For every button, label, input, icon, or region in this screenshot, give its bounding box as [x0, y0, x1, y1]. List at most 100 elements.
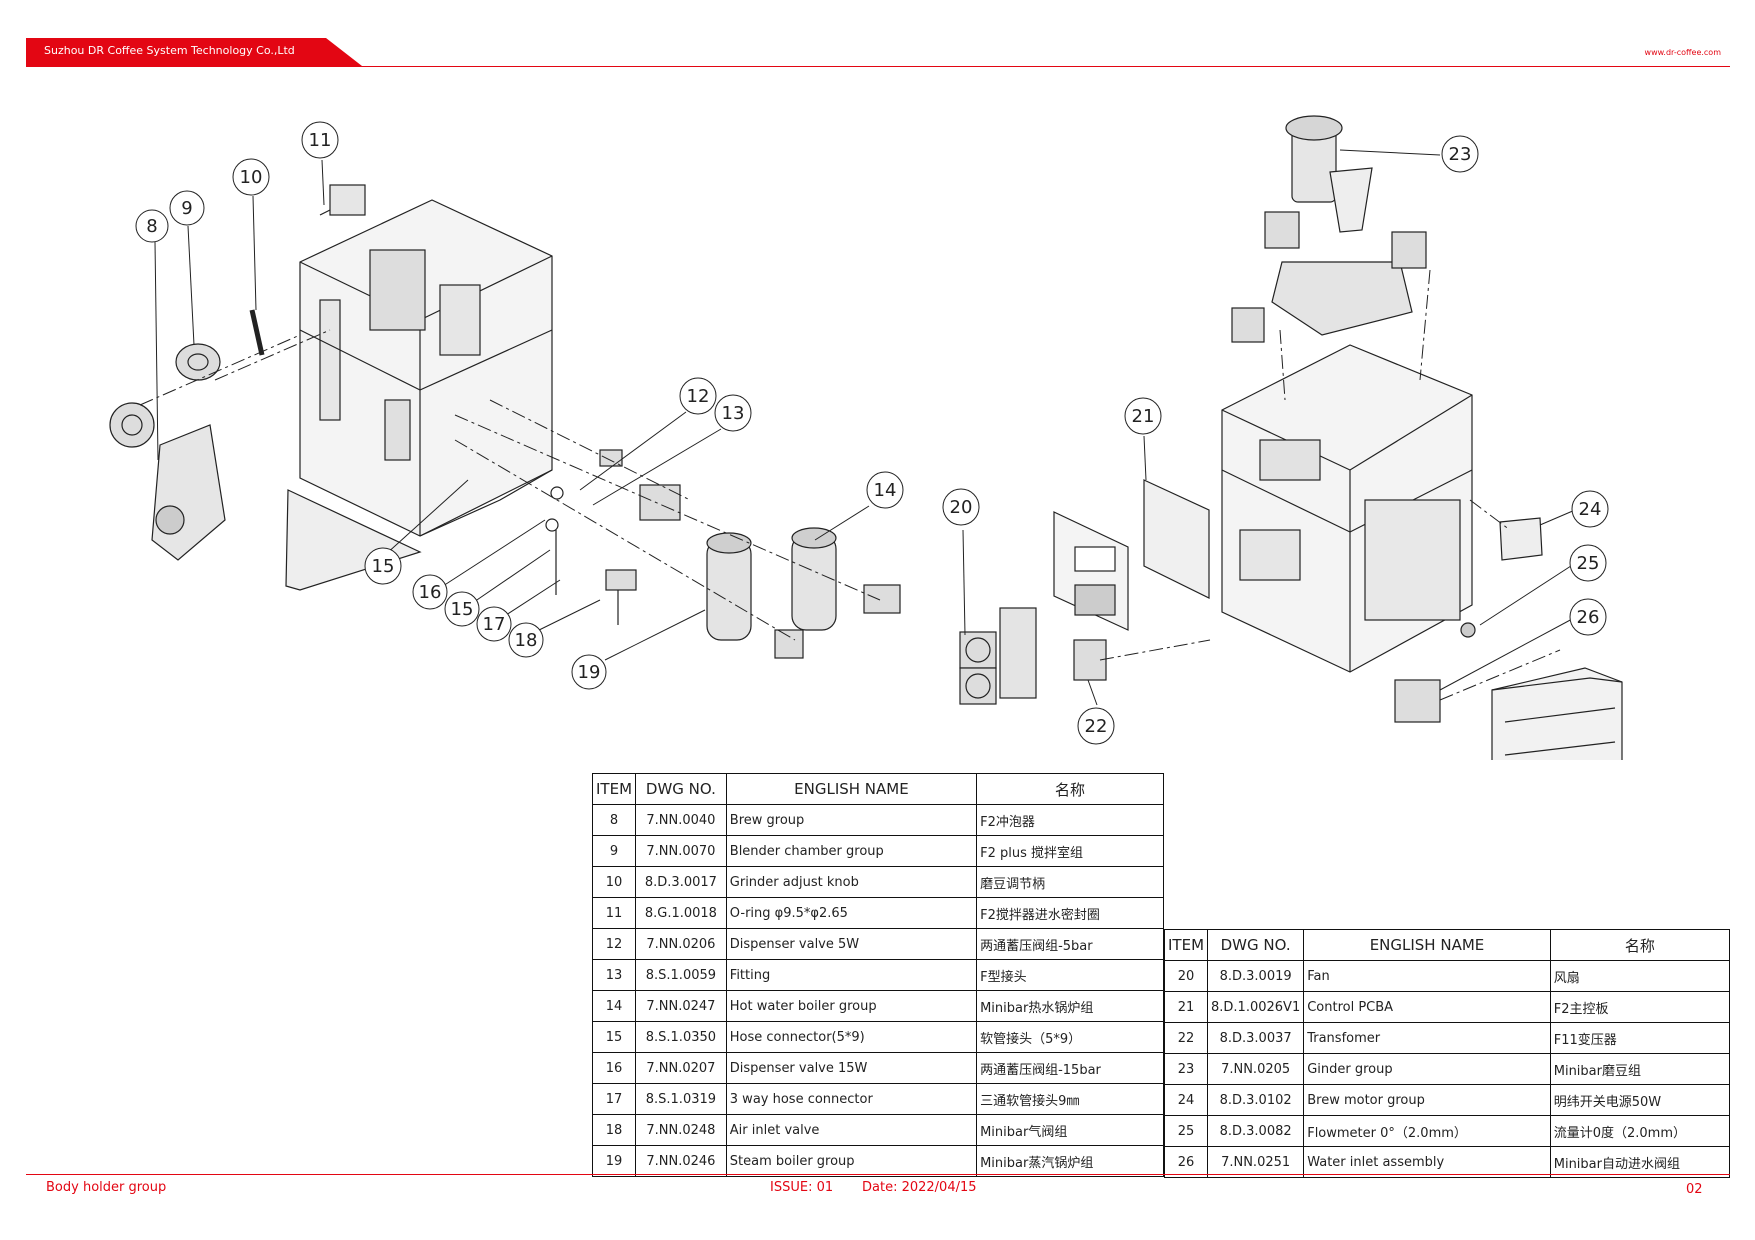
- callout-23: 23: [1441, 135, 1479, 173]
- cell-item: 22: [1163, 1022, 1209, 1054]
- svg-text:19: 19: [578, 662, 601, 683]
- cell-chinese: Minibar蒸汽锅炉组: [976, 1145, 1164, 1177]
- svg-text:17: 17: [483, 614, 506, 635]
- cell-english: Hose connector(5*9): [725, 1021, 978, 1053]
- cell-chinese: Minibar气阀组: [976, 1114, 1164, 1146]
- company-name: Suzhou DR Coffee System Technology Co.,L…: [44, 44, 295, 57]
- cell-item: 21: [1163, 991, 1209, 1023]
- cell-chinese: 三通软管接头9㎜: [976, 1083, 1164, 1115]
- cell-item: 18: [591, 1114, 637, 1146]
- callout-25: 25: [1569, 544, 1607, 582]
- brew-motor-part: [1499, 517, 1543, 561]
- cell-dwg: 8.S.1.0350: [635, 1021, 727, 1053]
- callout-13: 13: [714, 394, 752, 432]
- page-number: 02: [1686, 1182, 1703, 1197]
- svg-text:26: 26: [1577, 607, 1600, 628]
- cell-dwg: 7.NN.0206: [635, 928, 727, 960]
- cell-english: Blender chamber group: [725, 835, 978, 867]
- grinder-knob-part: [249, 309, 265, 356]
- cell-chinese: F2主控板: [1549, 991, 1731, 1023]
- cell-item: 24: [1163, 1084, 1209, 1116]
- cell-dwg: 8.D.3.0082: [1207, 1115, 1305, 1147]
- svg-text:25: 25: [1577, 553, 1600, 574]
- callout-8: 8: [135, 209, 169, 243]
- footer-rule: [26, 1174, 1730, 1175]
- callout-17: 17: [476, 606, 512, 642]
- website-link[interactable]: www.dr-coffee.com: [1644, 48, 1721, 57]
- svg-text:24: 24: [1579, 499, 1602, 520]
- cell-dwg: 8.D.3.0019: [1207, 960, 1305, 992]
- svg-text:11: 11: [309, 130, 332, 151]
- exploded-view-drawing: 8 9 10 11 12 13 14 15 16 15 17 18 19 20 …: [109, 115, 1623, 760]
- cell-english: Dispenser valve 15W: [725, 1052, 978, 1084]
- header-rule: [26, 66, 1730, 67]
- col-english-name: ENGLISH NAME: [1303, 929, 1551, 961]
- cell-english: Air inlet valve: [725, 1114, 978, 1146]
- table-header-row: ITEM DWG NO. ENGLISH NAME 名称: [591, 773, 1164, 805]
- header-banner: [26, 38, 362, 66]
- cell-dwg: 8.D.3.0037: [1207, 1022, 1305, 1054]
- cell-chinese: 两通蓄压阀组-5bar: [976, 928, 1164, 960]
- cell-chinese: 明纬开关电源50W: [1549, 1084, 1731, 1116]
- svg-text:23: 23: [1449, 144, 1472, 165]
- callout-16: 16: [412, 574, 448, 610]
- cell-dwg: 7.NN.0205: [1207, 1053, 1305, 1085]
- callout-14: 14: [866, 471, 904, 509]
- cell-dwg: 7.NN.0246: [635, 1145, 727, 1177]
- valve-fittings-left: [545, 449, 901, 659]
- cell-dwg: 7.NN.0247: [635, 990, 727, 1022]
- cell-item: 23: [1163, 1053, 1209, 1085]
- cell-english: Brew motor group: [1303, 1084, 1551, 1116]
- cell-chinese: 软管接头（5*9）: [976, 1021, 1164, 1053]
- callout-22: 22: [1077, 707, 1115, 745]
- cell-english: Water inlet assembly: [1303, 1146, 1551, 1178]
- cell-english: Dispenser valve 5W: [725, 928, 978, 960]
- svg-text:12: 12: [687, 386, 710, 407]
- cell-english: Hot water boiler group: [725, 990, 978, 1022]
- callout-26: 26: [1569, 598, 1607, 636]
- control-pcba-part: [1053, 479, 1210, 631]
- cell-english: O-ring φ9.5*φ2.65: [725, 897, 978, 929]
- cell-item: 25: [1163, 1115, 1209, 1147]
- cell-english: Steam boiler group: [725, 1145, 978, 1177]
- cell-chinese: 两通蓄压阀组-15bar: [976, 1052, 1164, 1084]
- cell-item: 26: [1163, 1146, 1209, 1178]
- svg-text:21: 21: [1132, 406, 1155, 427]
- cell-chinese: F2 plus 搅拌室组: [976, 835, 1164, 867]
- steam-boiler-part: [706, 532, 752, 641]
- cell-item: 14: [591, 990, 637, 1022]
- cell-dwg: 8.S.1.0059: [635, 959, 727, 991]
- cell-item: 13: [591, 959, 637, 991]
- cell-dwg: 8.D.3.0017: [635, 866, 727, 898]
- cell-english: Grinder adjust knob: [725, 866, 978, 898]
- cell-item: 16: [591, 1052, 637, 1084]
- group-name: Body holder group: [46, 1180, 167, 1195]
- callout-15: 15: [364, 547, 402, 585]
- table-header-row: ITEM DWG NO. ENGLISH NAME 名称: [1163, 929, 1731, 961]
- cell-chinese: Minibar磨豆组: [1549, 1053, 1731, 1085]
- fan-part: [959, 607, 1037, 705]
- svg-text:8: 8: [146, 216, 157, 237]
- cell-item: 20: [1163, 960, 1209, 992]
- cell-english: Fitting: [725, 959, 978, 991]
- cell-dwg: 8.D.1.0026V1: [1207, 991, 1305, 1023]
- col-dwg-no: DWG NO.: [1207, 929, 1305, 961]
- cell-item: 17: [591, 1083, 637, 1115]
- cell-chinese: F2冲泡器: [976, 804, 1164, 836]
- svg-text:16: 16: [419, 582, 442, 603]
- cell-item: 15: [591, 1021, 637, 1053]
- cell-english: Transfomer: [1303, 1022, 1551, 1054]
- svg-text:9: 9: [181, 198, 192, 219]
